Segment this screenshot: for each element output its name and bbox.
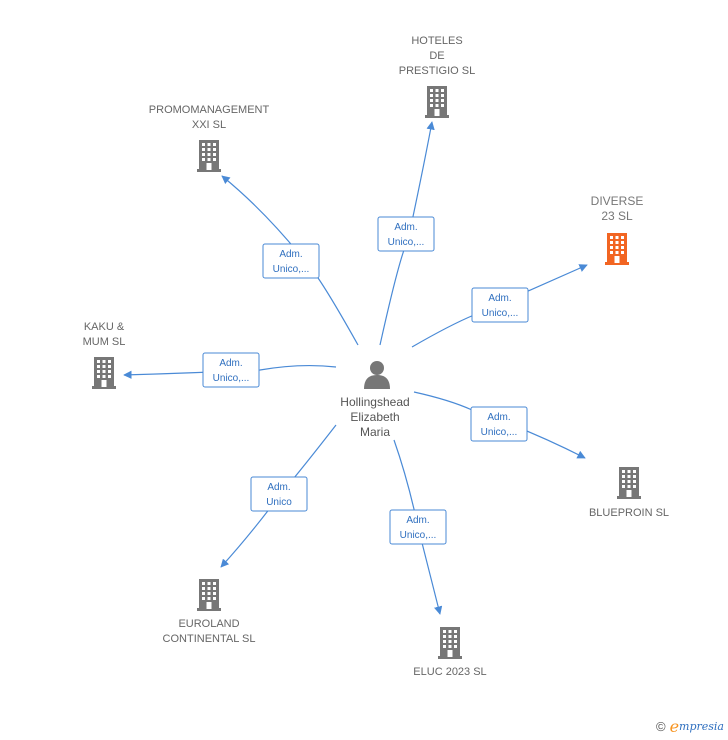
company-node-promomanagement[interactable]: PROMOMANAGEMENT XXI SL <box>149 104 270 172</box>
role-text-line-1: Adm. <box>394 222 417 233</box>
company-label-line-2: CONTINENTAL SL <box>163 633 256 645</box>
company-label-line-1: ELUC 2023 SL <box>413 666 486 678</box>
building-icon <box>605 233 629 265</box>
role-text-line-1: Adm. <box>487 412 510 423</box>
role-text-line-1: Adm. <box>488 293 511 304</box>
company-label-line-2: 23 SL <box>601 209 633 223</box>
role-badge-promomanagement[interactable]: Adm. Unico,... <box>262 243 320 279</box>
company-nodes-layer: HOTELES DE PRESTIGIO SL PROMOMANAGEMENT XXI … <box>83 35 669 678</box>
role-badge-euroland[interactable]: Adm. Unico <box>250 476 308 512</box>
role-badge-diverse[interactable]: Adm. Unico,... <box>471 287 529 323</box>
edges-layer <box>123 121 588 615</box>
company-label-line-1: BLUEPROIN SL <box>589 507 669 519</box>
company-node-kaku[interactable]: KAKU & MUM SL <box>83 321 126 389</box>
role-text-line-1: Adm. <box>219 358 242 369</box>
person-name-line-3: Maria <box>360 425 390 439</box>
role-badge-box <box>202 352 260 388</box>
role-text-line-2: Unico,... <box>400 530 437 541</box>
company-node-hoteles[interactable]: HOTELES DE PRESTIGIO SL <box>399 35 475 118</box>
company-label-line-2: DE <box>429 50 444 62</box>
company-label-line-3: PRESTIGIO SL <box>399 65 475 77</box>
company-label-line-2: XXI SL <box>192 119 226 131</box>
role-badge-box <box>262 243 320 279</box>
company-label-line-1: KAKU & <box>84 321 125 333</box>
building-icon <box>197 140 221 172</box>
role-text-line-2: Unico,... <box>273 264 310 275</box>
role-badge-box <box>377 216 435 252</box>
person-name-line-2: Elizabeth <box>350 410 399 424</box>
role-badge-kaku[interactable]: Adm. Unico,... <box>202 352 260 388</box>
role-badge-eluc[interactable]: Adm. Unico,... <box>389 509 447 545</box>
brand-logo-initial: e <box>669 717 680 736</box>
building-icon <box>197 579 221 611</box>
company-label-line-1: PROMOMANAGEMENT <box>149 104 270 116</box>
company-node-blueproin[interactable]: BLUEPROIN SL <box>589 467 669 519</box>
building-icon <box>92 357 116 389</box>
role-badge-blueproin[interactable]: Adm. Unico,... <box>470 406 528 442</box>
building-icon <box>617 467 641 499</box>
role-text-line-2: Unico,... <box>481 427 518 438</box>
building-icon <box>438 627 462 659</box>
company-label-line-2: MUM SL <box>83 336 126 348</box>
company-label-line-1: EUROLAND <box>178 618 239 630</box>
role-badge-box <box>250 476 308 512</box>
role-badge-box <box>389 509 447 545</box>
role-text-line-2: Unico,... <box>482 308 519 319</box>
role-text-line-2: Unico,... <box>213 373 250 384</box>
company-node-euroland[interactable]: EUROLAND CONTINENTAL SL <box>163 579 256 645</box>
company-label-line-1: HOTELES <box>411 35 462 47</box>
brand-logo-text: mpresia <box>679 720 724 733</box>
center-person-node[interactable]: Hollingshead Elizabeth Maria <box>340 361 410 439</box>
company-label-line-1: DIVERSE <box>591 194 644 208</box>
copyright-symbol: © <box>655 719 666 734</box>
role-badge-hoteles[interactable]: Adm. Unico,... <box>377 216 435 252</box>
role-badge-box <box>471 287 529 323</box>
role-text-line-1: Adm. <box>279 249 302 260</box>
company-node-eluc[interactable]: ELUC 2023 SL <box>413 627 487 678</box>
role-text-line-2: Unico,... <box>388 237 425 248</box>
role-text-line-1: Adm. <box>267 482 290 493</box>
person-icon <box>364 361 390 389</box>
role-text-line-2: Unico <box>266 497 292 508</box>
person-name-line-1: Hollingshead <box>340 395 409 409</box>
building-icon <box>425 86 449 118</box>
role-badge-box <box>470 406 528 442</box>
role-text-line-1: Adm. <box>406 515 429 526</box>
role-labels-layer: Adm.Unico,...Adm.Unico,...Adm.Unico,...A… <box>202 216 529 545</box>
